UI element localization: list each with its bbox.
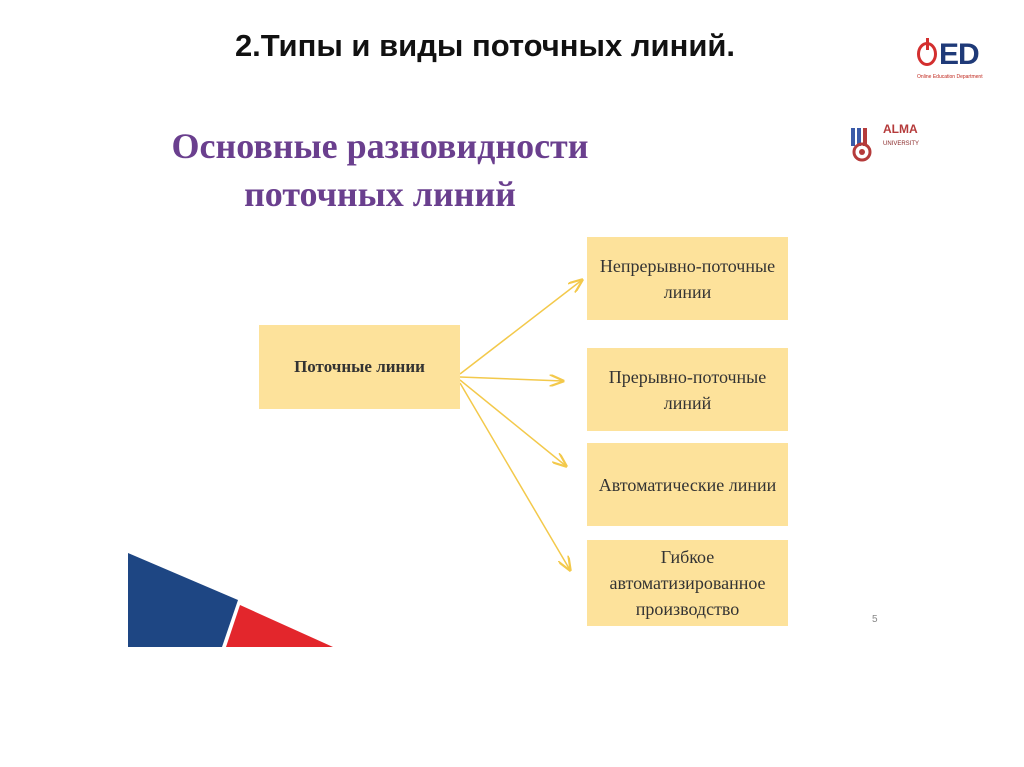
child-box-4: Гибкое автоматизированное производство [587,540,788,626]
child-box-1: Непрерывно-поточные линии [587,237,788,320]
arrow-1 [459,280,582,375]
corner-flag-decoration [128,553,333,647]
child-box-3: Автоматические линии [587,443,788,526]
oed-logo-subtitle: Online Education Department [917,74,983,80]
diagram-title: Основные разновидности поточных линий [130,122,630,218]
arrow-2 [459,377,563,381]
oed-logo: ED Online Education Department [915,38,1005,88]
alma-university-logo: ALMA UNIVERSITY [845,122,935,167]
power-icon [917,38,937,66]
oed-logo-text: ED [939,38,980,71]
slide-title: 2.Типы и виды поточных линий. [234,28,736,63]
alma-name: ALMA [883,122,918,136]
alma-university: UNIVERSITY [883,141,920,147]
root-box: Поточные линии [259,325,460,409]
page-number: 5 [872,614,878,625]
diagram-title-line2: поточных линий [244,174,516,214]
alma-book-icon [851,128,872,162]
child-box-2: Прерывно-поточные линий [587,348,788,431]
arrow-3 [459,379,566,466]
diagram-title-line1: Основные разновидности [171,126,589,166]
arrow-4 [459,382,570,570]
